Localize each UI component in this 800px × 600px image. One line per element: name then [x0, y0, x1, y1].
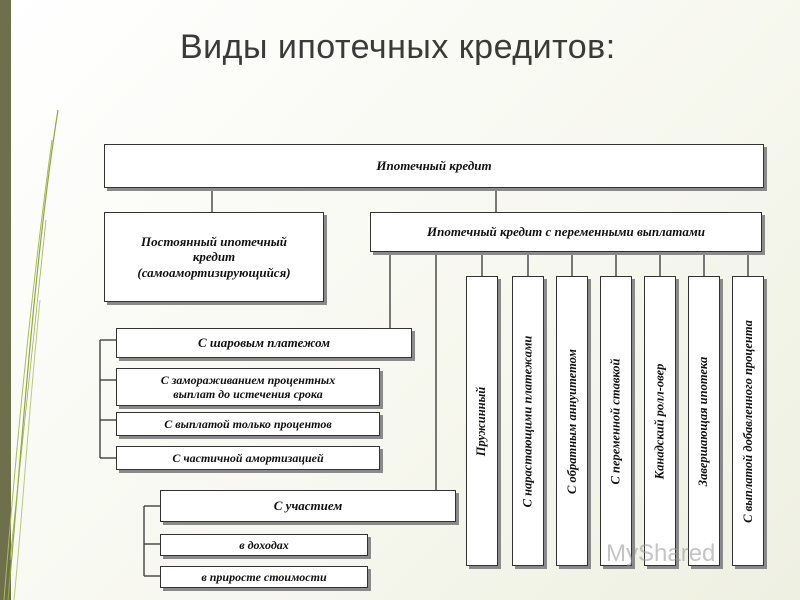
spring-mortgage-label: Пружинный [474, 386, 489, 456]
partial-amortization-label: С частичной амортизацией [172, 450, 324, 465]
root-mortgage-box: Ипотечный кредит [104, 144, 764, 188]
variable-mortgage-box: Ипотечный кредит с переменными выплатами [370, 212, 762, 252]
variable-rate-label: С переменной ставкой [608, 358, 623, 484]
added-interest-label: С выплатой добавленного процента [740, 319, 755, 523]
value-growth-participation-label: в приросте стоимости [201, 569, 327, 584]
constant-mortgage-box: Постоянный ипотечный кредит (самоамортиз… [104, 212, 324, 302]
variable-rate-box: С переменной ставкой [600, 276, 632, 566]
spring-mortgage-box: Пружинный [466, 276, 498, 566]
decorative-curves [3, 109, 59, 600]
canadian-rollover-label: Канадский ролл-овер [652, 363, 667, 479]
partial-amortization-box: С частичной амортизацией [116, 446, 380, 470]
root-mortgage-label: Ипотечный кредит [376, 158, 492, 174]
wraparound-mortgage-label: Завершающая ипотека [696, 356, 711, 486]
growing-payments-box: С нарастающими платежами [512, 276, 544, 566]
interest-only-label: С выплатой только процентов [164, 416, 332, 431]
income-participation-label: в доходах [239, 537, 289, 552]
participation-box: С участием [160, 490, 456, 522]
participation-label: С участием [273, 498, 343, 514]
left-sidebar-bar [0, 0, 11, 600]
frozen-interest-line2: выплат до истечения срока [173, 387, 323, 401]
canadian-rollover-box: Канадский ролл-овер [644, 276, 676, 566]
variable-mortgage-label: Ипотечный кредит с переменными выплатами [427, 224, 705, 240]
watermark-text: MyShared [606, 540, 716, 567]
balloon-payment-box: С шаровым платежом [116, 328, 412, 358]
frozen-interest-line1: С замораживанием процентных [160, 372, 336, 387]
wraparound-mortgage-box: Завершающая ипотека [688, 276, 720, 566]
growing-payments-label: С нарастающими платежами [520, 335, 535, 507]
constant-mortgage-line3: (самоамортизирующийся) [137, 264, 291, 280]
interest-only-box: С выплатой только процентов [116, 412, 380, 436]
page-title: Виды ипотечных кредитов: [180, 28, 616, 66]
income-participation-box: в доходах [160, 534, 368, 556]
constant-mortgage-line1: Постоянный ипотечный [140, 233, 288, 249]
constant-mortgage-line2: кредит [192, 249, 236, 265]
reverse-annuity-label: С обратным аннуитетом [564, 348, 579, 494]
value-growth-participation-box: в приросте стоимости [160, 566, 368, 588]
reverse-annuity-box: С обратным аннуитетом [556, 276, 588, 566]
balloon-payment-label: С шаровым платежом [198, 335, 330, 351]
frozen-interest-box: С замораживанием процентных выплат до ис… [116, 368, 380, 406]
added-interest-box: С выплатой добавленного процента [732, 276, 764, 566]
